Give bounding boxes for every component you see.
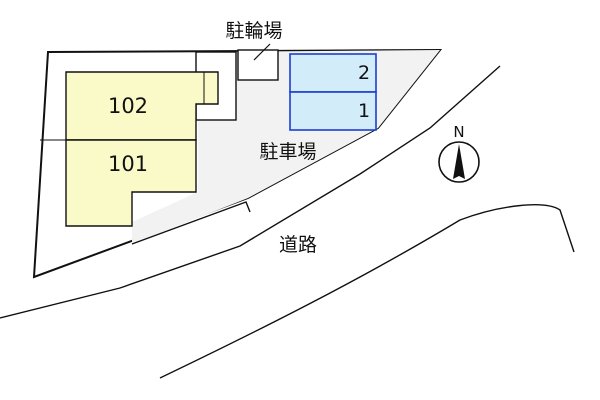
parking-lot-label: 駐車場 xyxy=(259,141,316,163)
bicycle-parking-label: 駐輪場 xyxy=(225,20,282,42)
parking-space-2-label: 2 xyxy=(358,62,370,84)
driveway-notch xyxy=(131,201,251,245)
parking-space-1[interactable] xyxy=(289,91,377,131)
room-102-label: 102 xyxy=(108,94,148,118)
road-label: 道路 xyxy=(279,234,317,256)
north-arrow-icon xyxy=(438,141,480,183)
parking-space-1-label: 1 xyxy=(358,100,370,122)
road-edge-lower xyxy=(159,204,575,379)
north-label: N xyxy=(453,123,464,141)
road-edge-upper xyxy=(0,65,501,319)
room-101-label: 101 xyxy=(108,152,148,176)
room-101[interactable] xyxy=(65,139,197,227)
bicycle-parking-shed xyxy=(237,43,279,81)
